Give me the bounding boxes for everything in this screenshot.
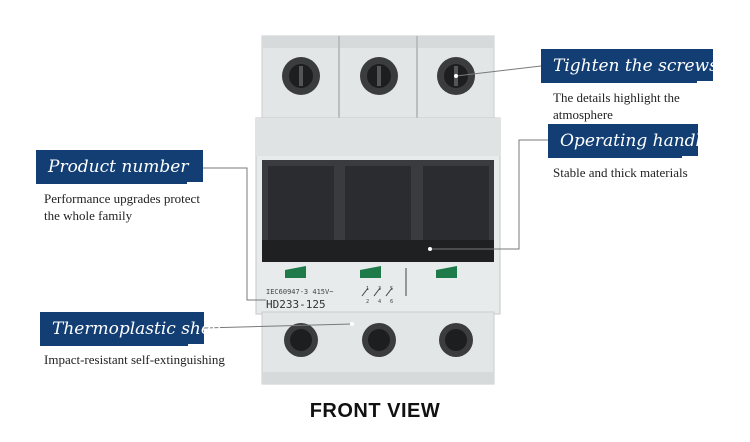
callout-shell-desc: Impact-resistant self-extinguishing	[44, 351, 225, 368]
terminal-mark: 4	[378, 299, 381, 305]
leader-line-product	[203, 167, 266, 301]
switch-contact-symbol	[361, 268, 407, 297]
terminal-mark: 5	[390, 286, 393, 292]
callout-product-title-text: Product number	[48, 157, 189, 177]
breaker-standard-text: IEC60947-3 415V~	[266, 288, 333, 296]
green-status-indicator	[436, 266, 457, 278]
screw-icon	[439, 323, 473, 357]
front-view-caption: FRONT VIEW	[309, 400, 441, 422]
green-status-indicator	[360, 266, 381, 278]
breaker-model-text: HD233-125	[266, 298, 326, 311]
callout-tighten-title-text: Tighten the screws	[553, 56, 718, 76]
leader-line-shell	[203, 323, 353, 329]
callout-product-title: Product number	[36, 150, 203, 184]
screw-icon	[362, 323, 396, 357]
screw-icon	[360, 57, 398, 95]
screw-icon	[284, 323, 318, 357]
leader-line-handle	[430, 139, 548, 250]
callout-shell-title-text: Thermoplastic shell	[52, 319, 222, 339]
screw-icon	[282, 57, 320, 95]
callout-handle-title-text: Operating handle	[560, 131, 712, 151]
desc-line: Stable and thick materials	[553, 165, 688, 180]
desc-line: Performance upgrades protect	[44, 191, 200, 206]
callout-tighten-title: Tighten the screws	[541, 49, 718, 83]
desc-line: the whole family	[44, 208, 133, 223]
callout-tighten-desc: The details highlight the atmosphere	[553, 89, 680, 123]
terminal-mark: 6	[390, 299, 393, 305]
terminal-mark: 2	[366, 299, 369, 305]
terminal-mark: 1	[366, 286, 369, 292]
desc-line: The details highlight the	[553, 90, 680, 105]
desc-line: atmosphere	[553, 107, 613, 122]
desc-line: Impact-resistant self-extinguishing	[44, 352, 225, 367]
leader-line-tighten	[455, 65, 542, 77]
callout-handle-title: Operating handle	[548, 124, 711, 158]
callout-product-desc: Performance upgrades protect the whole f…	[44, 190, 200, 224]
callout-handle-desc: Stable and thick materials	[553, 164, 688, 181]
callout-shell-title: Thermoplastic shell	[40, 312, 222, 346]
green-status-indicator	[285, 266, 306, 278]
terminal-mark: 3	[378, 286, 381, 292]
breaker-top-ridge	[262, 36, 494, 48]
